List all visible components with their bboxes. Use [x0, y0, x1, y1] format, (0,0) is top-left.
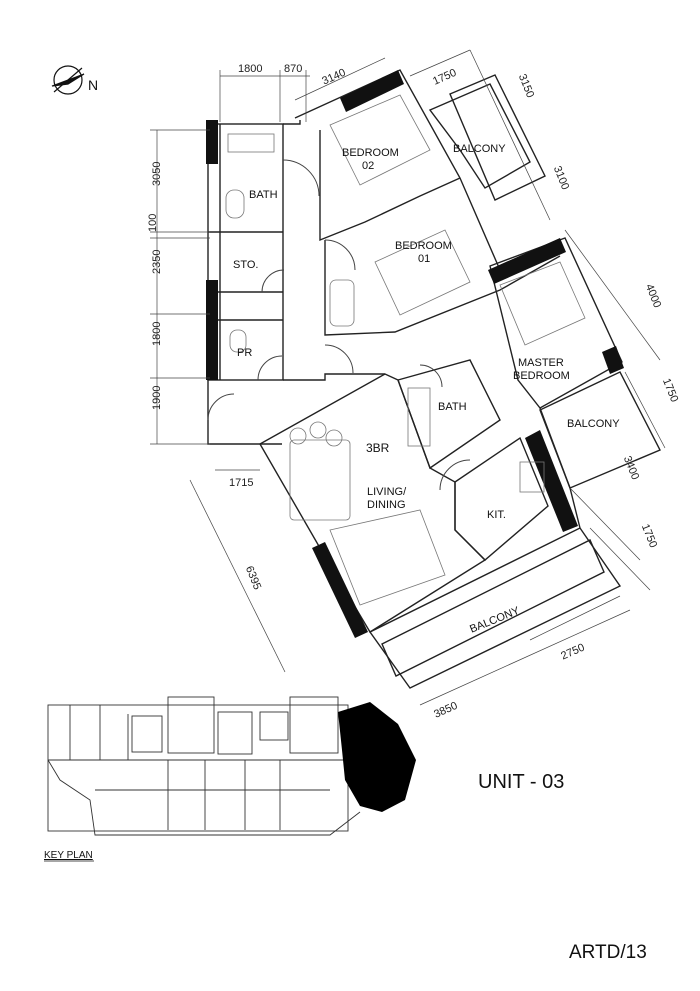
balcony-label-2: BALCONY — [567, 418, 620, 430]
north-arrow-icon — [51, 65, 85, 95]
structural-columns — [206, 70, 624, 638]
dim-100: 100 — [147, 214, 159, 232]
sheet-number: ARTD/13 — [569, 942, 647, 963]
kitchen-label: KIT. — [487, 509, 506, 521]
dim-3100: 3100 — [551, 164, 571, 191]
balcony-label-1: BALCONY — [453, 143, 506, 155]
dim-1750-c: 1750 — [639, 522, 659, 549]
door-swings — [207, 159, 471, 491]
dim-3150: 3150 — [516, 72, 536, 99]
dim-1800-top: 1800 — [238, 63, 262, 75]
storage-label: STO. — [233, 259, 258, 271]
service-core-outline — [207, 123, 284, 381]
dim-1750-b: 1750 — [660, 377, 680, 404]
key-plan-label: KEY PLAN — [44, 850, 93, 861]
unit-03-highlight — [338, 702, 416, 812]
dim-3850: 3850 — [432, 700, 459, 721]
north-label: N — [88, 77, 98, 93]
dim-3140: 3140 — [320, 67, 347, 88]
dim-4000: 4000 — [643, 282, 663, 309]
dim-6395: 6395 — [243, 564, 263, 591]
dim-870: 870 — [284, 63, 302, 75]
bath-label-1: BATH — [249, 189, 278, 201]
dim-1800-left: 1800 — [151, 322, 163, 346]
dimension-lines — [150, 49, 666, 706]
furniture — [225, 94, 586, 606]
unit-label: UNIT - 03 — [478, 771, 564, 793]
dim-3050: 3050 — [151, 162, 163, 186]
powder-room-label: PR — [237, 347, 252, 359]
plan-walls — [207, 69, 661, 689]
key-plan — [47, 696, 416, 836]
dim-1900: 1900 — [151, 386, 163, 410]
balcony-label-3: BALCONY — [468, 605, 522, 636]
living-dining-label: LIVING/DINING — [367, 486, 407, 511]
dim-2750: 2750 — [559, 642, 586, 663]
dim-3400: 3400 — [621, 454, 641, 481]
dim-1750-a: 1750 — [431, 67, 458, 88]
dim-1715: 1715 — [229, 477, 253, 489]
bath-label-2: BATH — [438, 401, 467, 413]
unit-type-label: 3BR — [366, 441, 390, 455]
dim-2350: 2350 — [151, 250, 163, 274]
